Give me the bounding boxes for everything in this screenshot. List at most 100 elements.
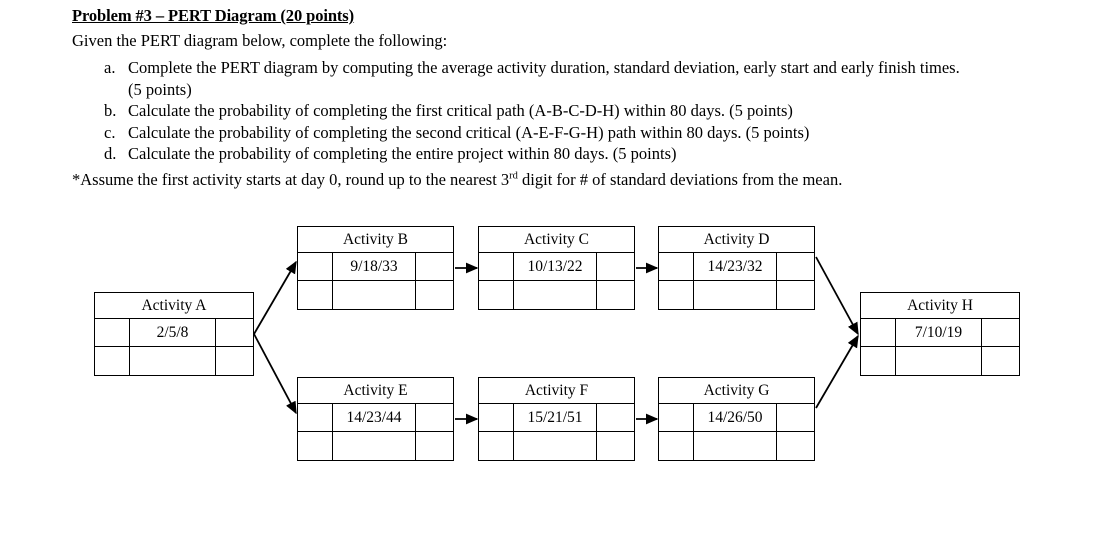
node-row-values: 7/10/19: [861, 319, 1019, 347]
node-title: Activity E: [298, 378, 453, 404]
edge-g-to-h: [815, 334, 859, 409]
node-cell-left[interactable]: [479, 404, 514, 431]
pert-node-activity-a[interactable]: Activity A 2/5/8: [94, 292, 254, 376]
node-cell-bottom-left[interactable]: [659, 432, 694, 460]
node-cell-right[interactable]: [216, 319, 253, 346]
edge-a-to-e: [253, 333, 297, 415]
node-row-blank: [659, 432, 814, 460]
node-cell-left[interactable]: [659, 253, 694, 280]
node-cell-duration: 14/23/32: [694, 253, 777, 280]
list-item-text: Calculate the probability of completing …: [128, 144, 677, 163]
node-cell-bottom-right[interactable]: [777, 281, 814, 309]
node-cell-left[interactable]: [659, 404, 694, 431]
edge-a-to-b: [253, 260, 297, 335]
node-row-values: 14/23/44: [298, 404, 453, 432]
node-cell-bottom-mid[interactable]: [333, 281, 416, 309]
note-ordinal-suffix: rd: [509, 170, 518, 182]
pert-node-activity-h[interactable]: Activity H 7/10/19: [860, 292, 1020, 376]
node-cell-right[interactable]: [416, 253, 453, 280]
node-row-values: 2/5/8: [95, 319, 253, 347]
pert-node-activity-c[interactable]: Activity C 10/13/22: [478, 226, 635, 310]
node-cell-right[interactable]: [777, 253, 814, 280]
node-cell-duration: 9/18/33: [333, 253, 416, 280]
node-row-blank: [479, 281, 634, 309]
node-row-blank: [95, 347, 253, 375]
node-cell-bottom-mid[interactable]: [514, 432, 597, 460]
node-cell-bottom-right[interactable]: [416, 432, 453, 460]
pert-node-activity-e[interactable]: Activity E 14/23/44: [297, 377, 454, 461]
node-cell-bottom-left[interactable]: [659, 281, 694, 309]
node-title: Activity G: [659, 378, 814, 404]
assumption-note: *Assume the first activity starts at day…: [72, 170, 842, 190]
list-item: b. Calculate the probability of completi…: [100, 100, 1080, 122]
node-cell-bottom-left[interactable]: [479, 281, 514, 309]
node-cell-bottom-mid[interactable]: [896, 347, 982, 375]
node-cell-bottom-right[interactable]: [597, 281, 634, 309]
node-cell-duration: 14/23/44: [333, 404, 416, 431]
node-cell-bottom-left[interactable]: [95, 347, 130, 375]
node-cell-bottom-mid[interactable]: [694, 432, 777, 460]
pert-node-activity-d[interactable]: Activity D 14/23/32: [658, 226, 815, 310]
node-cell-bottom-right[interactable]: [597, 432, 634, 460]
pert-node-activity-f[interactable]: Activity F 15/21/51: [478, 377, 635, 461]
node-cell-duration: 2/5/8: [130, 319, 216, 346]
node-cell-duration: 14/26/50: [694, 404, 777, 431]
node-cell-right[interactable]: [416, 404, 453, 431]
list-item-text: Calculate the probability of completing …: [128, 101, 793, 120]
node-cell-bottom-left[interactable]: [479, 432, 514, 460]
node-title: Activity H: [861, 293, 1019, 319]
node-title: Activity A: [95, 293, 253, 319]
edge-d-to-h: [815, 256, 859, 336]
node-cell-bottom-mid[interactable]: [130, 347, 216, 375]
node-cell-right[interactable]: [597, 253, 634, 280]
pert-node-activity-b[interactable]: Activity B 9/18/33: [297, 226, 454, 310]
list-item-marker: d.: [104, 144, 117, 163]
list-item-marker: a.: [104, 58, 116, 77]
node-cell-bottom-left[interactable]: [298, 432, 333, 460]
node-cell-right[interactable]: [982, 319, 1019, 346]
node-row-blank: [659, 281, 814, 309]
node-row-values: 14/26/50: [659, 404, 814, 432]
node-row-blank: [861, 347, 1019, 375]
node-cell-bottom-right[interactable]: [216, 347, 253, 375]
node-cell-bottom-mid[interactable]: [333, 432, 416, 460]
node-cell-left[interactable]: [95, 319, 130, 346]
node-title: Activity D: [659, 227, 814, 253]
node-cell-bottom-left[interactable]: [861, 347, 896, 375]
node-row-blank: [298, 281, 453, 309]
node-row-values: 15/21/51: [479, 404, 634, 432]
note-after: digit for # of standard deviations from …: [517, 170, 843, 189]
node-title: Activity C: [479, 227, 634, 253]
node-row-values: 14/23/32: [659, 253, 814, 281]
note-before: *Assume the first activity starts at day…: [72, 170, 510, 189]
node-cell-right[interactable]: [597, 404, 634, 431]
node-cell-bottom-right[interactable]: [777, 432, 814, 460]
node-cell-left[interactable]: [479, 253, 514, 280]
node-cell-duration: 10/13/22: [514, 253, 597, 280]
node-row-blank: [479, 432, 634, 460]
node-cell-bottom-mid[interactable]: [694, 281, 777, 309]
pert-node-activity-g[interactable]: Activity G 14/26/50: [658, 377, 815, 461]
page-title: Problem #3 – PERT Diagram (20 points): [72, 6, 355, 25]
task-list: a. Complete the PERT diagram by computin…: [100, 57, 1080, 165]
node-title: Activity B: [298, 227, 453, 253]
node-cell-right[interactable]: [777, 404, 814, 431]
list-item-marker: c.: [104, 122, 116, 142]
node-cell-left[interactable]: [298, 404, 333, 431]
node-cell-bottom-mid[interactable]: [514, 281, 597, 309]
list-item: c. Calculate the probability of completi…: [100, 122, 1080, 144]
list-item-text: Complete the PERT diagram by computing t…: [128, 58, 960, 77]
node-cell-left[interactable]: [861, 319, 896, 346]
node-cell-bottom-right[interactable]: [416, 281, 453, 309]
node-row-blank: [298, 432, 453, 460]
node-title: Activity F: [479, 378, 634, 404]
node-row-values: 10/13/22: [479, 253, 634, 281]
node-cell-left[interactable]: [298, 253, 333, 280]
list-item-text: Calculate the probability of completing …: [128, 122, 810, 142]
node-cell-bottom-left[interactable]: [298, 281, 333, 309]
list-item-continuation: (5 points): [128, 79, 192, 99]
list-item: d. Calculate the probability of completi…: [100, 143, 1080, 165]
node-cell-bottom-right[interactable]: [982, 347, 1019, 375]
node-row-values: 9/18/33: [298, 253, 453, 281]
